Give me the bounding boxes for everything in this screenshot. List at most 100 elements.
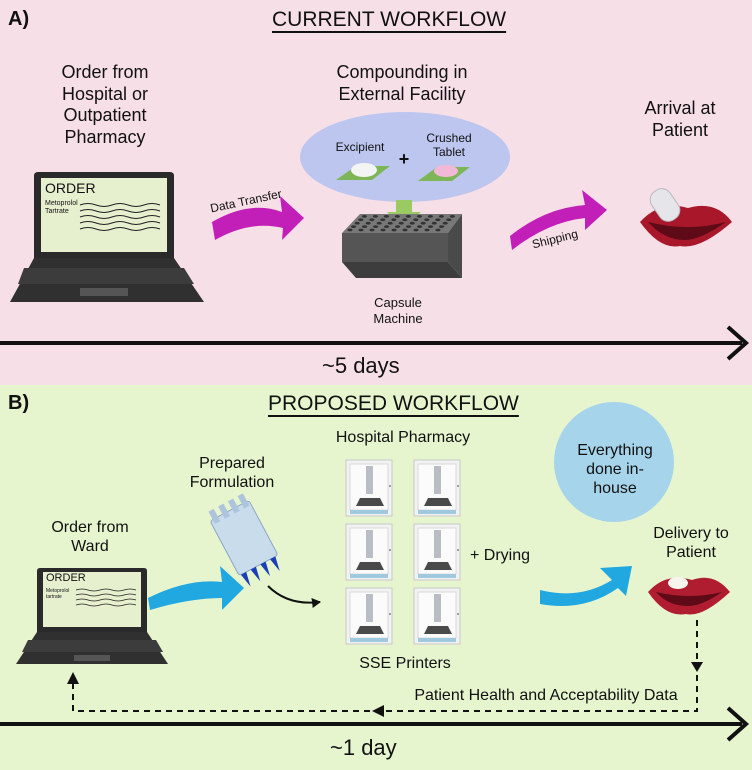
capsule-hole	[395, 225, 401, 229]
prepared-formulation-label: Prepared Formulation	[189, 455, 275, 492]
panel-a-letter: A)	[8, 8, 30, 30]
capsule-hole	[358, 228, 364, 232]
order-scribble-a	[79, 203, 161, 231]
excipient-label: Excipient	[335, 140, 385, 154]
capsule-hole	[354, 221, 360, 225]
capsule-hole	[351, 225, 357, 229]
capsule-hole	[438, 215, 444, 218]
hospital-pharmacy-label: Hospital Pharmacy	[335, 429, 471, 446]
capsule-hole	[369, 228, 375, 232]
compounding-label: Compounding in External Facility	[336, 62, 468, 104]
capsule-hole	[383, 215, 389, 218]
crushed-tablet-pile	[418, 165, 470, 181]
in-house-label: Everything done in-house	[577, 442, 653, 498]
capsule-hole	[365, 221, 371, 225]
patient-lips-a	[640, 188, 732, 247]
sse-printer	[413, 587, 461, 645]
feedback-head-left	[372, 705, 384, 717]
cartridge-to-printer-arrow	[267, 585, 321, 608]
capsule-hole	[369, 218, 375, 222]
screen-title-a: ORDER	[45, 180, 96, 196]
capsule-hole	[431, 221, 437, 225]
capsule-hole	[362, 225, 368, 229]
excipient-pile	[336, 163, 390, 180]
order-scribble-b	[75, 588, 137, 607]
capsule-hole	[446, 218, 452, 222]
capsule-machine	[342, 214, 462, 278]
crushed-tablet-label: Crushed Tablet	[426, 131, 472, 160]
capsule-hole	[373, 225, 379, 229]
laptop-b	[16, 568, 168, 664]
panel-a-heading: CURRENT WORKFLOW	[272, 8, 507, 31]
capsule-hole	[361, 215, 367, 218]
screen-title-b: ORDER	[46, 572, 86, 584]
prepared-formulation-cartridge	[208, 493, 280, 587]
capsule-hole	[413, 218, 419, 222]
capsule-hole	[424, 228, 430, 232]
data-transfer-arrow	[212, 196, 304, 240]
capsule-machine-label: Capsule Machine	[373, 295, 423, 326]
capsule-hole	[406, 225, 412, 229]
capsule-hole	[405, 215, 411, 218]
in-house-bubble	[554, 402, 674, 522]
capsule-hole	[416, 215, 422, 218]
capsule-hole	[439, 225, 445, 229]
capsule-hole	[409, 221, 415, 225]
order-source-label: Order from Hospital or Outpatient Pharma…	[61, 62, 149, 147]
sse-printer	[345, 523, 393, 581]
feedback-data-label: Patient Health and Acceptability Data	[414, 687, 678, 704]
sse-printer	[413, 459, 461, 517]
drying-label: + Drying	[470, 547, 531, 564]
feedback-head-up	[67, 672, 79, 684]
capsule-hole	[435, 218, 441, 222]
ward-to-pharmacy-arrow	[148, 566, 244, 610]
capsule-hole	[398, 221, 404, 225]
capsule-hole	[358, 218, 364, 222]
capsule-hole	[384, 225, 390, 229]
panel-b-duration: ~1 day	[330, 735, 397, 760]
capsule-hole	[424, 218, 430, 222]
capsule-hole	[391, 218, 397, 222]
screen-drug-b: Metoprolol tartrate	[46, 588, 70, 600]
sse-printer	[413, 523, 461, 581]
capsule-hole	[391, 228, 397, 232]
timeline-a-head	[726, 325, 750, 361]
timeline-b-head	[726, 706, 750, 742]
capsule-hole	[442, 221, 448, 225]
capsule-hole	[417, 225, 423, 229]
delivery-label: Delivery to Patient	[653, 525, 729, 562]
sse-printer	[345, 459, 393, 517]
capsule-hole	[380, 218, 386, 222]
laptop-a	[10, 172, 204, 302]
capsule-hole	[449, 215, 455, 218]
capsule-hole	[376, 221, 382, 225]
arrival-label: Arrival at Patient	[644, 98, 716, 140]
sse-printer	[345, 587, 393, 645]
capsule-hole	[435, 228, 441, 232]
capsule-hole	[427, 215, 433, 218]
screen-drug-a: Metoprolol Tartrate	[45, 200, 78, 216]
capsule-hole	[372, 215, 378, 218]
panel-b-letter: B)	[8, 392, 30, 414]
order-from-ward-label: Order from Ward	[51, 519, 129, 556]
capsule-hole	[387, 221, 393, 225]
feedback-head-down	[691, 662, 703, 672]
shipping-arrow	[510, 190, 607, 250]
panel-a-duration: ~5 days	[322, 353, 400, 378]
plus-sign: +	[398, 149, 410, 169]
sse-printer-grid	[345, 459, 461, 645]
capsule-hole	[347, 228, 353, 232]
capsule-hole	[420, 221, 426, 225]
capsule-hole	[380, 228, 386, 232]
capsule-hole	[394, 215, 400, 218]
sse-printers-label: SSE Printers	[359, 655, 451, 672]
panel-b-heading: PROPOSED WORKFLOW	[268, 392, 519, 415]
capsule-hole	[402, 228, 408, 232]
capsule-hole	[428, 225, 434, 229]
pharmacy-to-patient-arrow	[540, 566, 632, 606]
patient-lips-b	[648, 577, 730, 615]
capsule-hole	[413, 228, 419, 232]
capsule-hole	[402, 218, 408, 222]
